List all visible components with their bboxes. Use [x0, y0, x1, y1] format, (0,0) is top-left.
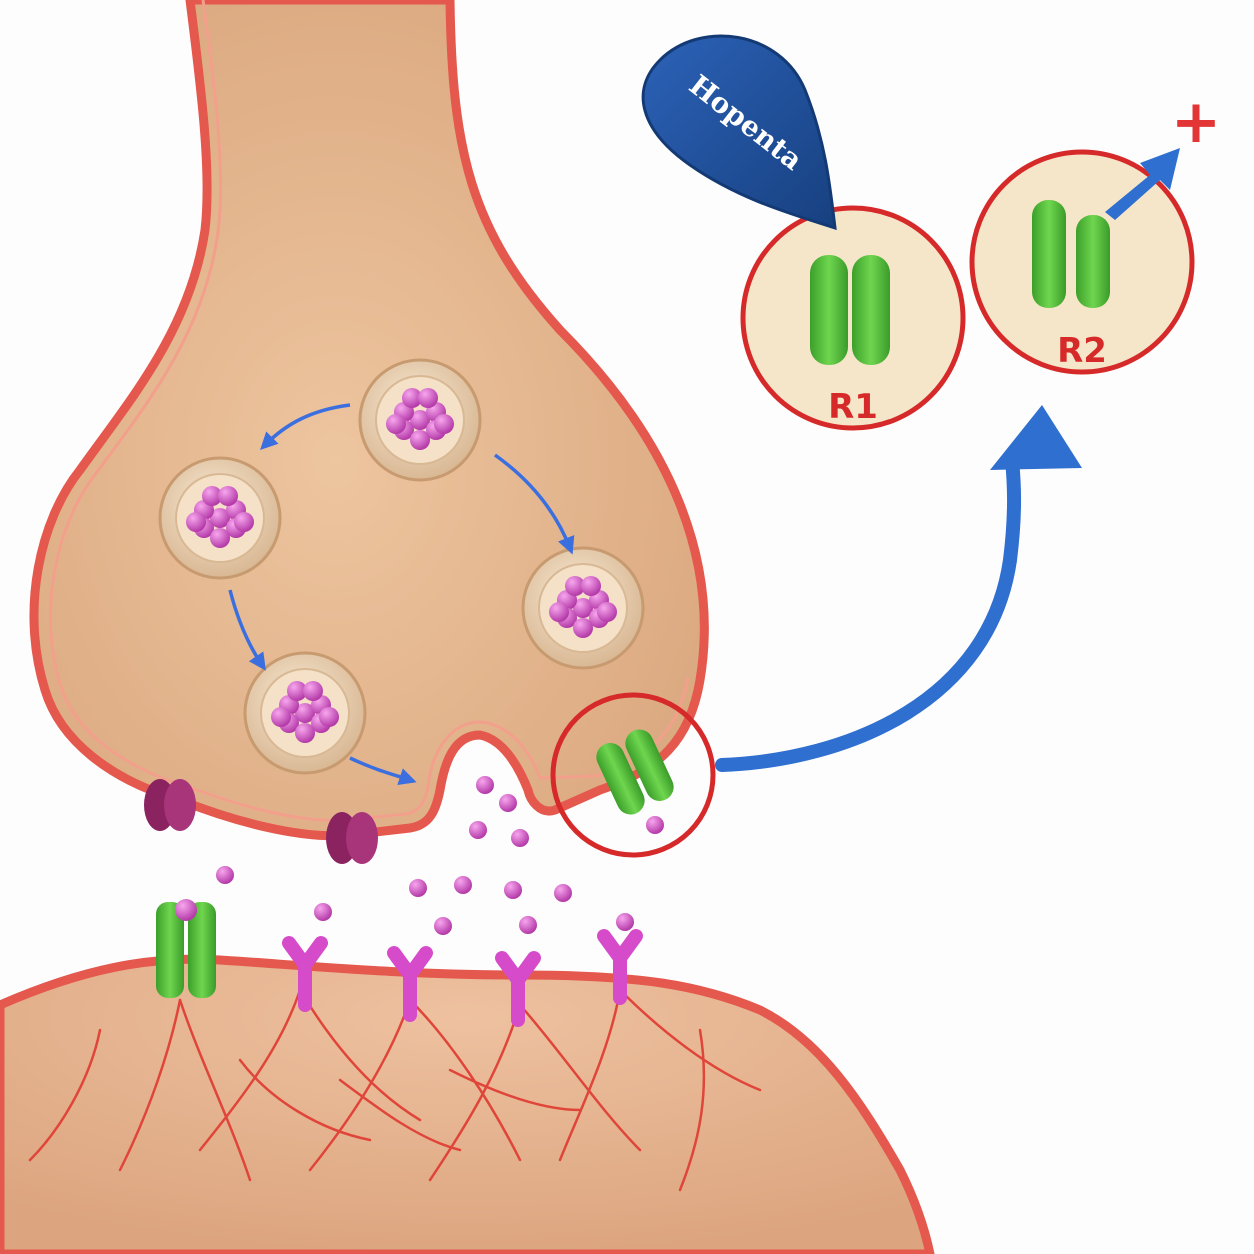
neurotransmitter-molecule — [386, 414, 406, 434]
neurotransmitter-molecule — [476, 776, 494, 794]
ion-channel-receptor — [156, 899, 216, 998]
presynaptic-inner-membrane — [48, 0, 690, 823]
neurotransmitter-molecule — [287, 681, 307, 701]
neurotransmitter-molecule — [271, 707, 291, 727]
neurotransmitter-molecule — [554, 884, 572, 902]
neurotransmitter-molecule — [303, 681, 323, 701]
neurotransmitter-molecule — [418, 388, 438, 408]
capillary-network — [28, 988, 762, 1192]
postsynaptic-receptors — [282, 929, 643, 1027]
autoreceptor — [596, 729, 674, 815]
cycle-arrow-4 — [493, 453, 575, 555]
postsynaptic-membrane — [0, 954, 935, 1254]
receptor-open-r2 — [1032, 200, 1110, 308]
neurotransmitter-molecule — [210, 528, 230, 548]
vesicle — [158, 456, 282, 580]
calcium-channel — [144, 779, 196, 831]
up-arrow-icon — [715, 453, 1022, 772]
neurotransmitter-molecule — [434, 414, 454, 434]
postsynaptic-receptor — [282, 936, 328, 1012]
neurotransmitter-molecule — [216, 866, 234, 884]
vesicle — [243, 651, 367, 775]
neurotransmitter-molecule — [616, 913, 634, 931]
neurotransmitter-molecule — [409, 879, 427, 897]
neurotransmitter-molecule — [186, 512, 206, 532]
neurotransmitter-molecule — [202, 486, 222, 506]
vesicle-cycle-arrows — [228, 403, 575, 785]
cycle-arrow-2 — [228, 589, 266, 671]
inset-r1: R1 — [740, 205, 966, 431]
neurotransmitter-molecule — [504, 881, 522, 899]
calcium-channel — [326, 812, 378, 864]
postsynaptic-receptor — [597, 929, 643, 1005]
neurotransmitter-molecule — [499, 794, 517, 812]
receptor-closed-r1 — [810, 255, 890, 365]
neurotransmitter-molecule — [210, 508, 230, 528]
neurotransmitter-molecule — [410, 410, 430, 430]
neurotransmitter-molecule — [319, 707, 339, 727]
r1-label: R1 — [828, 387, 878, 427]
neurotransmitter-molecule — [646, 816, 664, 834]
autoreceptor-highlight-ring — [550, 692, 716, 858]
neurotransmitter-molecule — [549, 602, 569, 622]
neurotransmitter-molecule — [402, 388, 422, 408]
neurotransmitter-molecules — [216, 776, 664, 935]
neurotransmitter-molecule — [295, 703, 315, 723]
neurotransmitter-molecule — [573, 598, 593, 618]
neurotransmitter-molecule — [314, 903, 332, 921]
up-arrow-head — [990, 405, 1082, 470]
vesicles — [158, 358, 645, 775]
neurotransmitter-molecule — [469, 821, 487, 839]
cycle-arrow-3 — [349, 756, 417, 785]
neurotransmitter-molecule — [573, 618, 593, 638]
neurotransmitter-molecule — [565, 576, 585, 596]
postsynaptic-receptor — [495, 951, 541, 1027]
neurotransmitter-molecule — [434, 917, 452, 935]
neurotransmitter-molecule — [218, 486, 238, 506]
neurotransmitter-molecule — [581, 576, 601, 596]
plus-icon: + — [1171, 87, 1221, 157]
neurotransmitter-molecule — [410, 430, 430, 450]
neurotransmitter-molecule — [597, 602, 617, 622]
inset-r2: R2 + — [969, 87, 1221, 375]
vesicle — [521, 546, 645, 670]
neurotransmitter-molecule — [454, 876, 472, 894]
vesicle — [358, 358, 482, 482]
postsynaptic-receptor — [387, 946, 433, 1022]
neurotransmitter-molecule — [511, 829, 529, 847]
neurotransmitter-molecule — [234, 512, 254, 532]
neurotransmitter-molecule — [519, 916, 537, 934]
cycle-arrow-1 — [260, 403, 351, 450]
activation-arrow-icon — [1105, 148, 1180, 220]
neurotransmitter-molecule — [295, 723, 315, 743]
brand-drop: Hopenta — [641, 34, 837, 231]
r2-label: R2 — [1057, 331, 1107, 371]
